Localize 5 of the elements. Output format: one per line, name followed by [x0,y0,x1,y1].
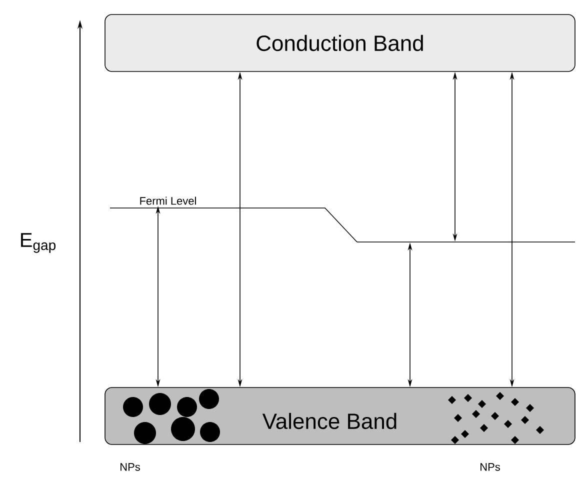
axis-label: E$_{gap}$ [21,233,56,253]
np-label: NPs [120,463,140,471]
fermi-level-label: Fermi Level [140,196,196,205]
band-box: Conduction Band [104,14,576,72]
np-label: NPs [480,463,500,471]
